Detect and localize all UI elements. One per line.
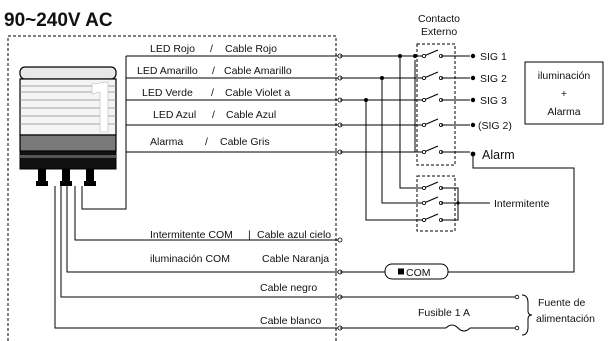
com-label: COM: [406, 267, 431, 279]
signal-switches: [340, 49, 470, 154]
external-contact-line1: Contacto: [418, 13, 460, 25]
com-box: [384, 263, 449, 280]
device-enclosure: [7, 35, 337, 341]
external-contact-box: [416, 43, 456, 166]
ill-com-left: iluminación COM: [150, 253, 230, 265]
sig1-label: SIG 1: [480, 51, 507, 63]
common-bus: [340, 55, 416, 152]
led-green-label: LED Verde: [142, 87, 193, 99]
led-blue-label: LED Azul: [153, 109, 196, 121]
power-brace: [521, 294, 533, 336]
terminals: [337, 53, 343, 331]
white-cable-label: Cable blanco: [260, 315, 321, 327]
sig2b-terminal: [470, 122, 476, 128]
flash-com-left: Intermitente COM: [150, 229, 233, 241]
fuse-symbol: [445, 324, 471, 332]
sig2-terminal: [470, 75, 476, 81]
cable-glands: [36, 169, 96, 186]
sig3-label: SIG 3: [480, 95, 507, 107]
illumination-alarm-box: [524, 61, 604, 125]
led-red-label: LED Rojo: [150, 43, 195, 55]
alarm-signal-label: Alarm: [482, 148, 515, 162]
com-return-wire: [448, 154, 575, 273]
power-terminal-1: [514, 294, 520, 300]
sep-4: /: [212, 109, 215, 121]
flash-com-sep: |: [248, 229, 251, 241]
ill-com-right: Cable Naranja: [262, 253, 329, 265]
com-square-icon: [398, 268, 404, 275]
device-wires: [54, 55, 340, 329]
illumination-line2: +: [561, 88, 567, 100]
flashing-switches: [421, 181, 490, 222]
voltage-title: 90~240V AC: [4, 10, 113, 31]
flashing-bus: [358, 54, 424, 221]
flash-com-right: Cable azul cielo: [257, 229, 331, 241]
cable-blue-label: Cable Azul: [226, 109, 276, 121]
illumination-line3: Alarma: [547, 106, 580, 118]
sep-1: /: [210, 43, 213, 55]
sig1-terminal: [470, 53, 476, 59]
external-contact-line2: Externo: [421, 26, 457, 38]
cable-gray-label: Cable Gris: [220, 136, 270, 148]
sep-2: /: [212, 65, 215, 77]
cable-violet-label: Cable Violet a: [225, 87, 290, 99]
sig2b-label: (SIG 2): [478, 120, 512, 132]
led-yellow-label: LED Amarillo: [137, 65, 198, 77]
power-source-line2: alimentación: [536, 313, 595, 325]
alarm-label: Alarma: [150, 136, 183, 148]
sig2-label: SIG 2: [480, 73, 507, 85]
sep-3: /: [211, 87, 214, 99]
power-source-line1: Fuente de: [538, 297, 585, 309]
black-cable-label: Cable negro: [260, 282, 317, 294]
sig3-terminal: [470, 97, 476, 103]
signal-tower: [19, 66, 117, 170]
cable-red-label: Cable Rojo: [225, 43, 277, 55]
sep-5: /: [205, 136, 208, 148]
power-terminal-2: [514, 325, 520, 331]
flashing-label: Intermitente: [494, 198, 550, 210]
illumination-line1: iluminación: [538, 70, 591, 82]
cable-yellow-label: Cable Amarillo: [224, 65, 292, 77]
fuse-label: Fusible 1 A: [418, 307, 470, 319]
